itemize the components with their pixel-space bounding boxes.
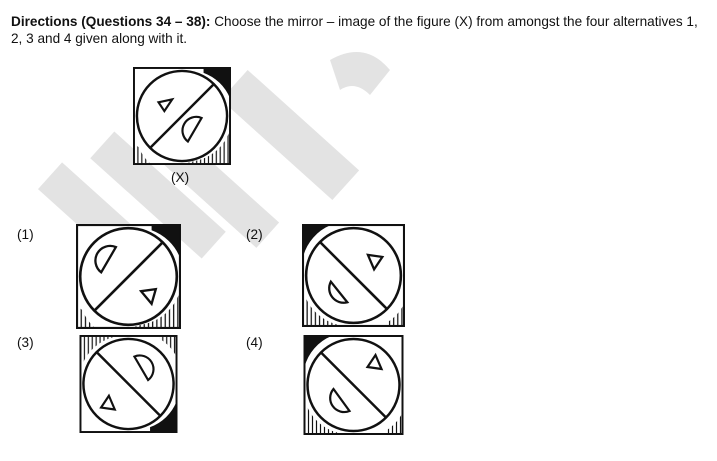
directions-text: Directions (Questions 34 – 38): Choose t… (11, 13, 711, 47)
option-4-label: (4) (246, 335, 263, 350)
option-2-label: (2) (246, 227, 263, 242)
option-4-figure[interactable] (301, 335, 406, 435)
option-3-label: (3) (17, 335, 34, 350)
option-1-label: (1) (17, 227, 34, 242)
directions-heading: Directions (Questions 34 – 38): (11, 14, 211, 29)
watermark-stroke (330, 52, 390, 95)
problem-figure-label: (X) (171, 170, 190, 185)
option-2-figure[interactable] (301, 224, 406, 327)
problem-figure (133, 67, 231, 165)
option-1-figure[interactable] (75, 224, 182, 329)
watermark-stroke (220, 69, 360, 201)
option-3-figure[interactable] (75, 335, 182, 433)
directions-instruction: Choose the mirror – image of the figure … (11, 14, 698, 46)
